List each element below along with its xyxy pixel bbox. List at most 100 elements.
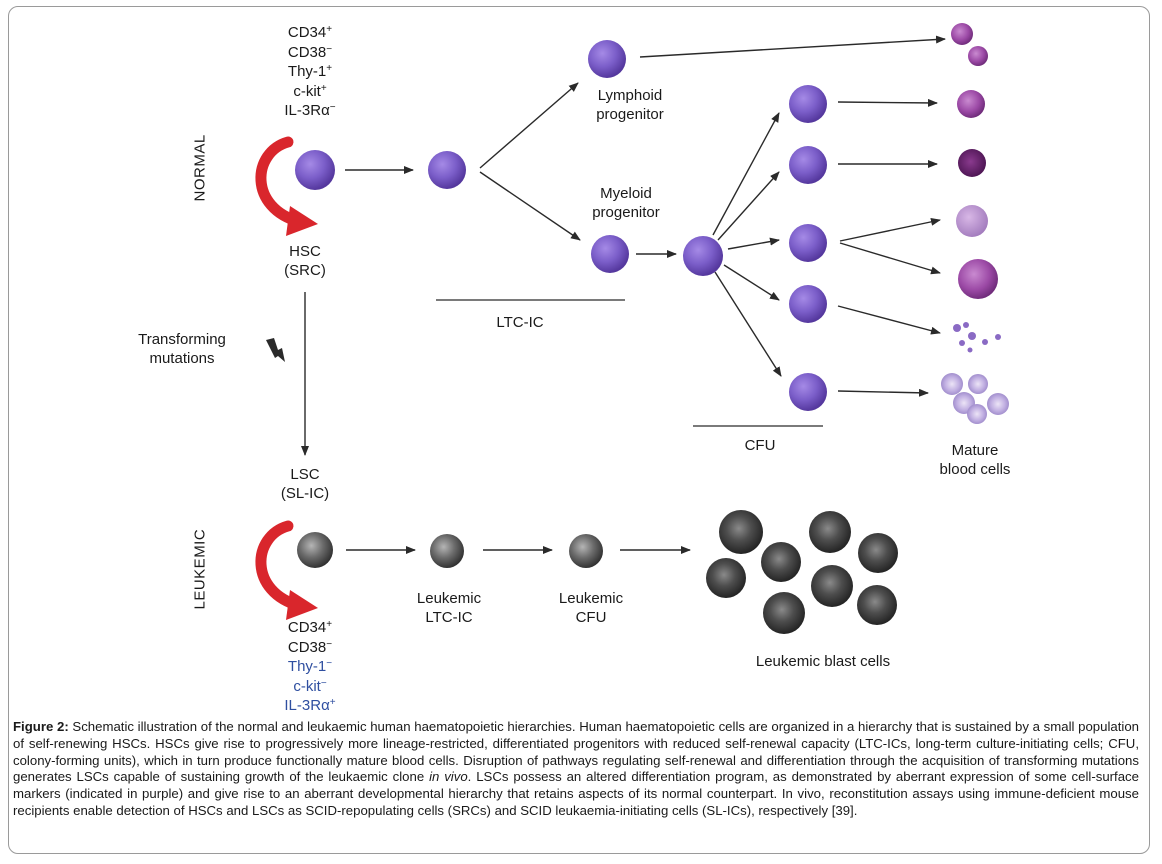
arrow-to-mature-6	[837, 388, 929, 397]
neutrophil-cell	[956, 205, 988, 237]
leukemic-marker-list: CD34+CD38−Thy-1−c-kit−IL-3Rα+	[270, 618, 350, 716]
mature-blood-cells-label: Mature blood cells	[925, 441, 1025, 479]
lsc-label-line1: LSC	[290, 466, 320, 483]
marker-name: CD38	[287, 43, 327, 61]
monocyte-cell	[957, 90, 985, 118]
cfu-daughter-2	[789, 146, 827, 184]
arrow-to-mature-5	[837, 305, 941, 335]
arrow-to-myeloid	[479, 171, 581, 241]
arrow-to-mature-4	[839, 242, 941, 275]
lymphoid-progenitor-label: Lymphoid progenitor	[578, 86, 682, 124]
arrow-lymphoid-to-mature	[639, 35, 946, 58]
marker-il-3r-: IL-3Rα+	[270, 696, 350, 716]
arrow-to-lymphoid	[479, 82, 579, 169]
marker-sign: −	[320, 677, 327, 689]
arrow-cfu-2	[717, 171, 780, 241]
lsc-cell	[297, 532, 333, 568]
marker-name: IL-3Rα	[284, 102, 330, 119]
basophil-cell	[958, 149, 986, 177]
leukemic-blast-cells-label: Leukemic blast cells	[755, 653, 891, 670]
marker-name: c-kit	[293, 677, 321, 695]
marker-cd34: CD34+	[270, 618, 350, 638]
caption-text: Schematic illustration of the normal and…	[13, 719, 1139, 785]
leukemic-section-label: LEUKEMIC	[191, 528, 209, 610]
lsc-label: LSC (SL-IC)	[265, 465, 345, 503]
normal-arrows	[301, 35, 946, 456]
lymphoid-progenitor-cell	[588, 40, 626, 78]
leukemic-cfu-cell	[569, 534, 603, 568]
arrow-cfu-3	[727, 237, 780, 250]
lymphocyte-2	[968, 46, 988, 66]
normal-marker-list: CD34+CD38−Thy-1+c-kit+IL-3Rα−	[270, 23, 350, 121]
marker-thy-1: Thy-1−	[270, 657, 350, 677]
mature-line1: Mature	[951, 442, 999, 459]
marker-name: CD34	[287, 619, 327, 636]
myeloid-line1: Myeloid	[600, 185, 652, 202]
caption-text-2: . LSCs possess an altered differentiatio…	[13, 769, 1139, 818]
cfu-daughter-5	[789, 373, 827, 411]
hsc-label: HSC (SRC)	[270, 242, 340, 280]
hsc-label-line1: HSC	[289, 243, 321, 260]
arrow-cfu-4	[723, 264, 780, 301]
cfu-label: CFU	[744, 437, 776, 454]
lymphoid-line1: Lymphoid	[597, 87, 663, 104]
marker-name: Thy-1	[287, 658, 327, 675]
marker-name: Thy-1	[287, 63, 327, 80]
cfu-daughter-3	[789, 224, 827, 262]
marker-cd38: CD38−	[270, 43, 350, 63]
marker-name: CD34	[287, 24, 327, 41]
marker-sign: +	[326, 619, 333, 630]
normal-section-label: NORMAL	[191, 134, 209, 202]
mature-blood-cells	[941, 23, 1009, 424]
self-renewal-arrow-leukemic	[255, 520, 318, 620]
myeloid-progenitor-label: Myeloid progenitor	[574, 184, 678, 222]
figure-frame	[8, 6, 1150, 854]
marker-name: CD38	[287, 638, 327, 656]
macrophage-cell	[958, 259, 998, 299]
ltcic-label: LTC-IC	[496, 314, 544, 331]
marker-name: IL-3Rα	[284, 697, 330, 714]
platelets	[953, 322, 1001, 353]
marker-sign: +	[320, 82, 327, 94]
leukemic-ltcic-line1: Leukemic	[416, 590, 482, 607]
marker-cd34: CD34+	[270, 23, 350, 43]
marker-sign: +	[329, 697, 336, 708]
leukemic-cfu-line1: Leukemic	[558, 590, 624, 607]
lymphoid-line2: progenitor	[596, 106, 664, 123]
myeloid-line2: progenitor	[592, 204, 660, 221]
marker-sign: +	[326, 63, 333, 74]
leukemic-cfu-line2: CFU	[575, 609, 607, 626]
red-blood-cells	[941, 373, 1009, 424]
cfu-daughter-1	[789, 85, 827, 123]
transforming-mutations-label: Transforming mutations	[120, 330, 244, 368]
mature-line2: blood cells	[939, 461, 1011, 478]
marker-cd38: CD38−	[270, 638, 350, 658]
arrow-to-mature-3	[839, 217, 941, 242]
leukemic-ltcic-line2: LTC-IC	[425, 609, 473, 626]
lymphocyte-1	[951, 23, 973, 45]
caption-label: Figure 2:	[13, 719, 69, 734]
self-renewal-arrow-normal	[255, 136, 318, 236]
marker-sign: +	[326, 24, 333, 35]
marker-sign: −	[326, 43, 333, 55]
marker-il-3r-: IL-3Rα−	[270, 101, 350, 121]
transforming-line2: mutations	[149, 350, 215, 367]
arrow-cfu-1	[712, 112, 780, 236]
leukemic-blast-cells	[706, 510, 898, 634]
leukemic-ltcic-label: Leukemic LTC-IC	[404, 589, 494, 627]
marker-sign: −	[329, 102, 336, 113]
marker-sign: −	[326, 638, 333, 650]
normal-cells	[295, 40, 827, 411]
lsc-label-line2: (SL-IC)	[280, 485, 330, 502]
hsc-label-line2: (SRC)	[284, 262, 326, 279]
ltcic-cell	[428, 151, 466, 189]
arrow-to-mature-1	[837, 98, 938, 107]
marker-thy-1: Thy-1+	[270, 62, 350, 82]
leukemic-cfu-label: Leukemic CFU	[546, 589, 636, 627]
cfu-cell	[683, 236, 723, 276]
marker-name: c-kit	[293, 82, 321, 100]
hsc-cell	[295, 150, 335, 190]
lightning-icon	[266, 338, 285, 362]
leukemic-cells	[297, 532, 603, 568]
